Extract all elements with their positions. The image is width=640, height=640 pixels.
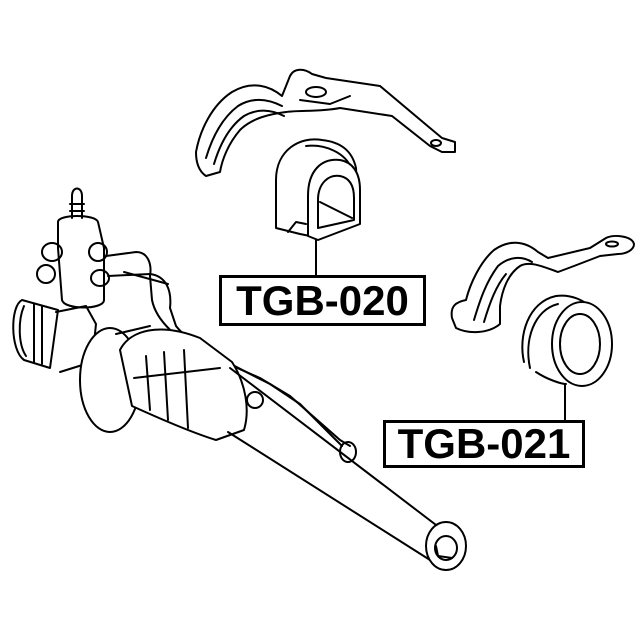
part-label-tgb-020: TGB-020 — [219, 275, 426, 326]
bushing-020 — [275, 138, 361, 241]
bushing-021 — [521, 294, 613, 387]
bracket-021 — [450, 235, 635, 334]
part-label-tgb-021: TGB-021 — [383, 420, 585, 468]
steering-rack — [12, 187, 467, 571]
upper-bracket-020 — [195, 68, 456, 177]
